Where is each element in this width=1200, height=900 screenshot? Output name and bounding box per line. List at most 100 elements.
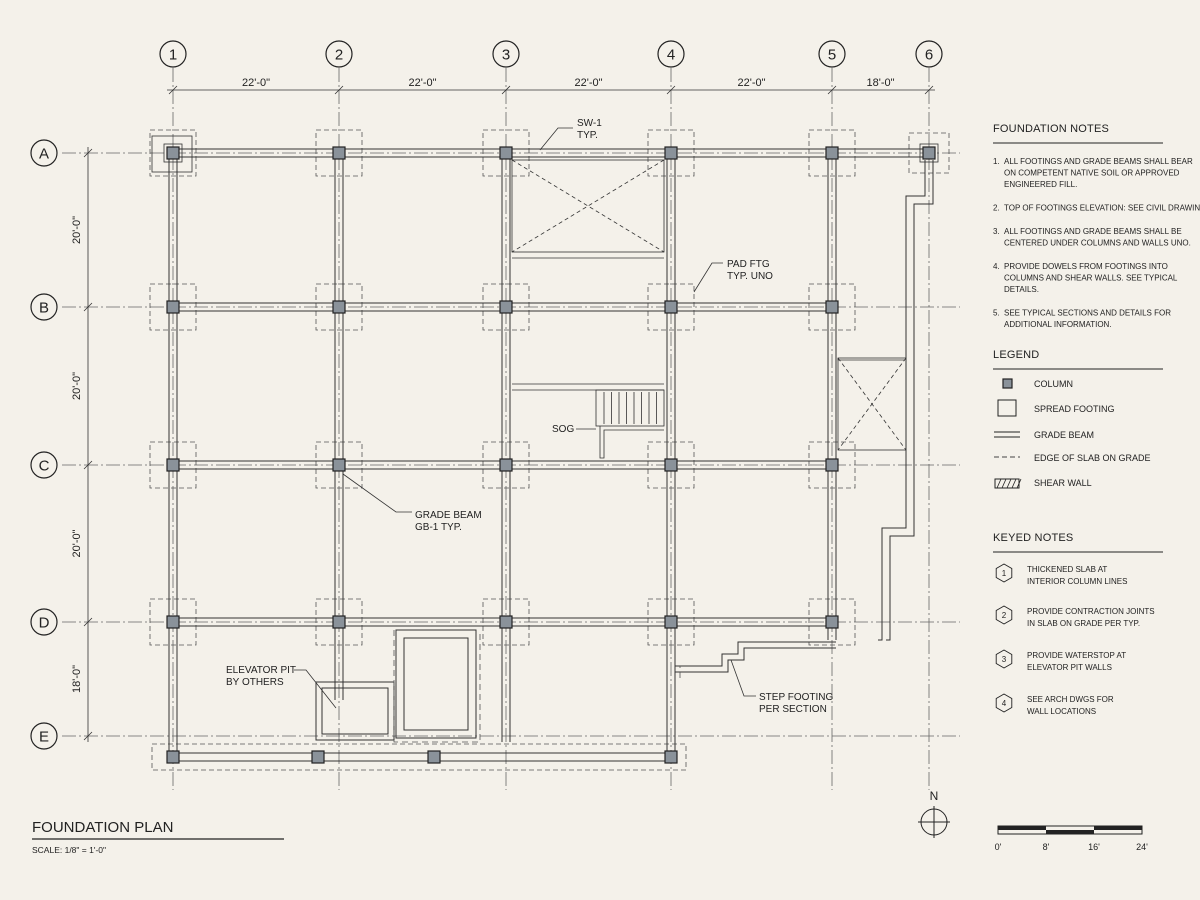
dimension-tick xyxy=(83,460,93,470)
callout-grade-beam: GB-1 TYP. xyxy=(415,522,462,533)
spread-footings xyxy=(149,129,950,771)
grid-bubble-1 xyxy=(159,40,187,68)
callout-step-footing: STEP FOOTING xyxy=(759,692,833,703)
note-text: PROVIDE DOWELS FROM FOOTINGS INTO xyxy=(1004,262,1168,271)
keyed-note-text: ELEVATOR PIT WALLS xyxy=(1027,663,1112,672)
legend-hatch xyxy=(1016,478,1022,489)
callout-leader xyxy=(539,127,573,151)
scale-bar-segment xyxy=(1046,830,1094,834)
dimension-label: 22'-0" xyxy=(408,77,436,89)
column xyxy=(166,146,180,160)
column xyxy=(332,146,346,160)
grid-label-D: D xyxy=(39,615,50,632)
column xyxy=(664,615,678,629)
grid-bubble-4 xyxy=(657,40,685,68)
callout-elevator-pit: BY OTHERS xyxy=(226,677,284,688)
keyed-note-text: IN SLAB ON GRADE PER TYP. xyxy=(1027,619,1140,628)
keyed-note-text: INTERIOR COLUMN LINES xyxy=(1027,577,1127,586)
dimension-tick xyxy=(83,617,93,627)
note-text: ADDITIONAL INFORMATION. xyxy=(1004,320,1112,329)
elevator-pit-outer xyxy=(315,681,395,741)
keyed-note-text: WALL LOCATIONS xyxy=(1027,707,1096,716)
scale-bar-label: 8' xyxy=(1043,842,1050,852)
spread-footing xyxy=(647,598,695,646)
scale-bar-label: 0' xyxy=(995,842,1002,852)
grid-bubble-A xyxy=(30,139,58,167)
keyed-note-hexagon xyxy=(995,649,1013,669)
callout-pad-ftg: TYP. UNO xyxy=(727,271,773,282)
legend-column-symbol xyxy=(1002,378,1013,389)
callout-leader xyxy=(294,669,337,709)
dimension-tick xyxy=(501,85,511,95)
spread-footing xyxy=(482,129,530,177)
note-text: COLUMNS AND SHEAR WALLS. SEE TYPICAL xyxy=(1004,274,1178,283)
callout-grade-beam: GRADE BEAM xyxy=(415,510,482,521)
note-text: DETAILS. xyxy=(1004,285,1039,294)
spread-footing xyxy=(149,441,197,489)
scale-bar-label: 24' xyxy=(1136,842,1148,852)
keyed-note-hexagon xyxy=(995,605,1013,625)
dimension-lines: 22'-0"22'-0"22'-0"22'-0"18'-0"20'-0"20'-… xyxy=(71,77,935,742)
scale-bar-label: 16' xyxy=(1088,842,1100,852)
column xyxy=(664,458,678,472)
keyed-note-hexagon xyxy=(995,693,1013,713)
callout-sw1: TYP. xyxy=(577,130,598,141)
spread-footing xyxy=(149,598,197,646)
opening-box xyxy=(511,159,665,253)
pit-wall-inner xyxy=(403,637,469,731)
grid-bubble-B xyxy=(30,293,58,321)
drawing-title: FOUNDATION PLAN xyxy=(32,819,173,836)
scale-bar-segment xyxy=(998,826,1046,830)
legend-label: SPREAD FOOTING xyxy=(1034,404,1115,414)
dimension-label: 20'-0" xyxy=(71,529,83,557)
column xyxy=(311,750,325,764)
dimension-tick xyxy=(334,85,344,95)
note-text: SEE TYPICAL SECTIONS AND DETAILS FOR xyxy=(1004,309,1171,318)
opening-box xyxy=(837,357,907,451)
callout-pad-ftg: PAD FTG xyxy=(727,259,770,270)
stepped-grade-beam-line xyxy=(878,160,926,641)
stepped-grade-beam-line xyxy=(886,160,934,641)
dimension-tick xyxy=(83,148,93,158)
spread-footing xyxy=(149,129,197,177)
spread-footing xyxy=(808,441,856,489)
column xyxy=(332,615,346,629)
grid-label-E: E xyxy=(39,729,49,746)
callout-step-footing: PER SECTION xyxy=(759,704,827,715)
grid-bubble-6 xyxy=(915,40,943,68)
keyed-note-number: 1 xyxy=(1002,569,1007,578)
column-outline xyxy=(919,143,939,163)
pit-wall-outer xyxy=(395,629,477,739)
dimension-label: 22'-0" xyxy=(242,77,270,89)
grid-bubble-E xyxy=(30,722,58,750)
keyed-note-text: SEE ARCH DWGS FOR xyxy=(1027,695,1114,704)
legend-hatch xyxy=(1011,478,1017,489)
dimension-label: 20'-0" xyxy=(71,216,83,244)
spread-footing xyxy=(647,129,695,177)
column xyxy=(499,615,513,629)
grid-label-2: 2 xyxy=(335,47,343,64)
column xyxy=(825,146,839,160)
note-text: ENGINEERED FILL. xyxy=(1004,180,1077,189)
note-text: ALL FOOTINGS AND GRADE BEAMS SHALL BE xyxy=(1004,227,1182,236)
legend-hatch xyxy=(1001,478,1007,489)
column xyxy=(166,300,180,314)
dimension-label: 18'-0" xyxy=(866,77,894,89)
column xyxy=(825,615,839,629)
callout-sw1: SW-1 xyxy=(577,118,602,129)
callout-sog: SOG xyxy=(552,424,574,435)
column xyxy=(922,146,936,160)
corner-footing-outline xyxy=(151,135,193,173)
legend-label: SHEAR WALL xyxy=(1034,478,1092,488)
callout-leader xyxy=(693,262,723,293)
opening-cross xyxy=(511,159,665,253)
grid-label-A: A xyxy=(39,146,49,163)
stair-outline xyxy=(595,389,665,427)
spread-footing xyxy=(808,283,856,331)
legend-hatch xyxy=(996,478,1002,489)
spread-footing xyxy=(315,283,363,331)
slab-edge-line xyxy=(393,630,481,743)
